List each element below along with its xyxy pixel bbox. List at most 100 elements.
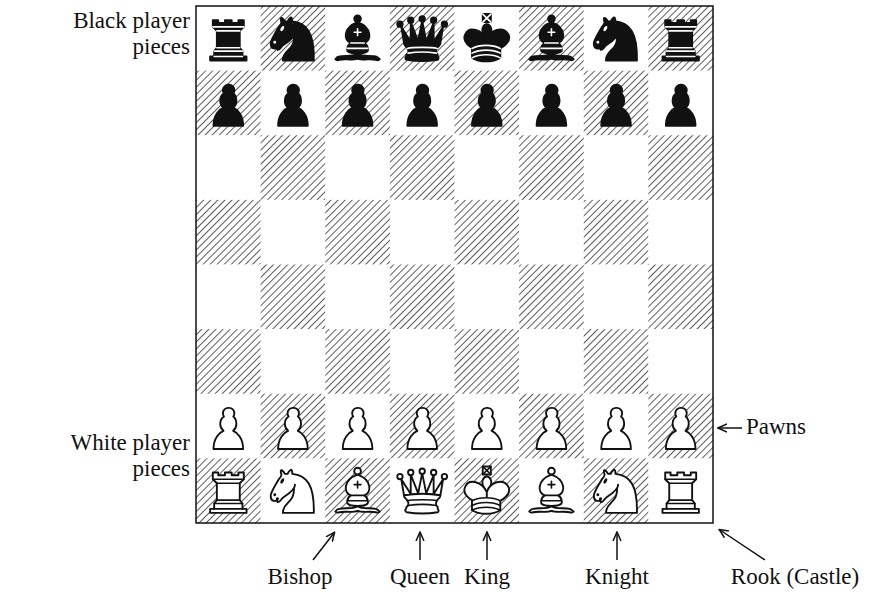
board-border: [196, 6, 713, 523]
piece-body: [213, 85, 243, 126]
dark-square: [455, 458, 520, 523]
piece-detail: [665, 479, 696, 509]
piece-body: [601, 408, 631, 449]
knight-arrow: [616, 533, 618, 560]
piece-body: [401, 21, 443, 43]
black-rook: [210, 20, 246, 60]
dark-square: [196, 329, 261, 394]
piece-body: [278, 85, 308, 126]
light-square: [519, 458, 584, 523]
dark-square: [455, 329, 520, 394]
part-label: King: [427, 564, 547, 590]
light-square: [261, 71, 326, 136]
black-pawn: [343, 85, 373, 126]
dark-square: [261, 135, 326, 200]
light-square: [584, 135, 649, 200]
dark-square: [648, 6, 713, 71]
piece-body: [278, 408, 308, 449]
dark-square: [519, 265, 584, 330]
dark-square: [648, 135, 713, 200]
black-knight: [271, 17, 314, 60]
light-square: [455, 265, 520, 330]
white-bishop: [335, 468, 379, 513]
piece-body: [335, 506, 379, 512]
piece-body: [354, 468, 361, 475]
light-square: [196, 6, 261, 71]
side-label: Black player pieces: [52, 8, 190, 60]
piece-detail: [407, 47, 437, 53]
dark-square: [325, 71, 390, 136]
piece-body: [548, 468, 555, 475]
piece-detail: [347, 481, 367, 501]
chess-pieces: [210, 14, 699, 514]
black-pawn: [407, 85, 437, 126]
white-king: [464, 466, 509, 513]
black-pawn: [472, 85, 502, 126]
light-square: [455, 394, 520, 459]
piece-body: [210, 473, 246, 513]
light-square: [261, 329, 326, 394]
piece-body: [529, 506, 573, 512]
dark-square: [261, 265, 326, 330]
dark-square: [648, 394, 713, 459]
queen-arrow: [419, 533, 421, 560]
light-square: [648, 71, 713, 136]
piece-body: [271, 17, 295, 49]
rook-arrow: [720, 530, 765, 560]
light-square: [584, 6, 649, 71]
piece-body: [401, 473, 443, 495]
black-rook: [663, 20, 699, 60]
piece-body: [397, 16, 447, 27]
leader-arrows: [313, 428, 765, 560]
board-squares: [196, 6, 713, 523]
white-knight: [594, 470, 637, 513]
piece-detail: [541, 481, 561, 501]
piece-body: [666, 85, 696, 126]
light-square: [584, 394, 649, 459]
black-pawn: [666, 85, 696, 126]
black-pawn: [213, 85, 243, 126]
white-pawn: [472, 408, 502, 449]
white-pawn: [278, 408, 308, 449]
white-queen: [397, 468, 447, 513]
light-square: [261, 458, 326, 523]
dark-square: [519, 6, 584, 71]
piece-detail: [472, 466, 500, 510]
piece-body: [346, 22, 370, 53]
white-pawn: [666, 408, 696, 449]
light-square: [455, 135, 520, 200]
king-arrow: [486, 533, 488, 560]
piece-body: [407, 408, 437, 449]
piece-detail: [274, 479, 283, 495]
dark-square: [390, 135, 455, 200]
light-square: [196, 265, 261, 330]
piece-body: [601, 85, 631, 126]
piece-body: [346, 475, 370, 506]
piece-body: [343, 408, 373, 449]
light-square: [261, 200, 326, 265]
piece-body: [397, 468, 447, 479]
light-square: [648, 200, 713, 265]
light-square: [584, 265, 649, 330]
dark-square: [390, 394, 455, 459]
light-square: [390, 458, 455, 523]
dark-square: [196, 200, 261, 265]
part-label: Rook (Castle): [715, 564, 875, 590]
dark-square: [584, 200, 649, 265]
dark-square: [325, 200, 390, 265]
light-square: [325, 394, 390, 459]
light-square: [519, 200, 584, 265]
piece-body: [472, 408, 502, 449]
piece-detail: [541, 29, 561, 49]
dark-square: [455, 71, 520, 136]
light-square: [325, 6, 390, 71]
piece-detail: [407, 500, 437, 506]
piece-detail: [213, 27, 244, 57]
bishop-arrow: [313, 533, 334, 560]
dark-square: [519, 394, 584, 459]
white-pawn: [601, 408, 631, 449]
dark-square: [584, 329, 649, 394]
piece-body: [548, 15, 555, 22]
black-knight: [594, 17, 637, 60]
